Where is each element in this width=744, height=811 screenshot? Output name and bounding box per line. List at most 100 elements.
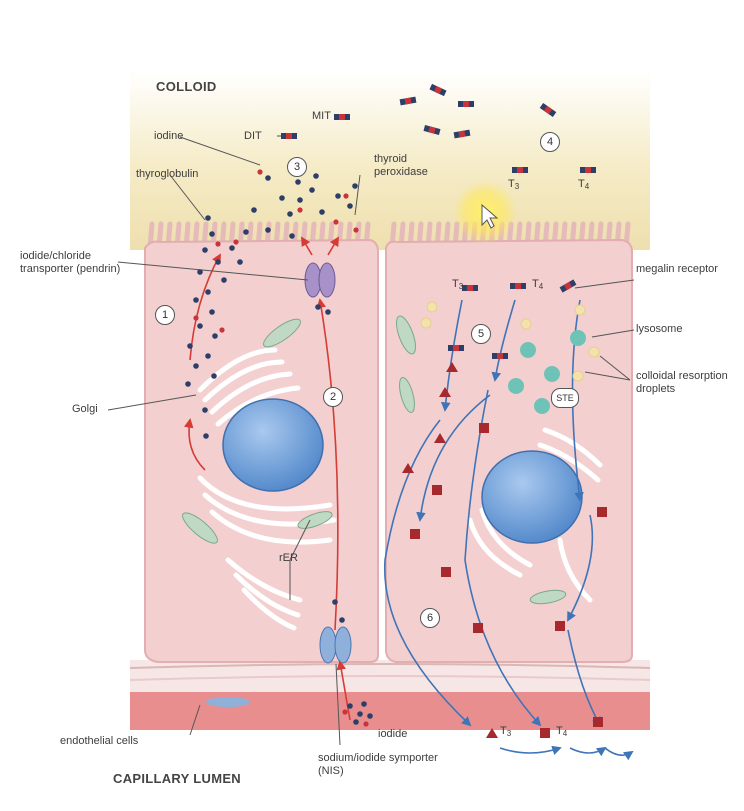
iodine-label: iodine bbox=[154, 130, 184, 142]
thyroglobulin-dot bbox=[335, 193, 341, 199]
thyroglobulin-dot bbox=[287, 211, 293, 217]
capillary-region bbox=[130, 690, 650, 730]
resorption-droplet bbox=[574, 304, 586, 316]
thyroglobulin-dot bbox=[221, 277, 227, 283]
endothelial-cells-label: endothelial cells bbox=[60, 735, 139, 747]
thyroglobulin-label: thyroglobulin bbox=[136, 168, 199, 180]
t4-molecule bbox=[432, 485, 442, 495]
thyroglobulin-dot bbox=[202, 407, 208, 413]
colloid-region bbox=[130, 70, 650, 250]
lysosome-organelle bbox=[520, 342, 536, 358]
thyroglobulin-dot bbox=[193, 363, 199, 369]
t4-apical-label: T4 bbox=[532, 278, 544, 291]
thyroglobulin-dot bbox=[209, 231, 215, 237]
mitochondria bbox=[182, 315, 567, 605]
t3-apical-label: T3 bbox=[452, 278, 464, 291]
colloidal-resorption-droplets-label: colloidal resorption droplets bbox=[636, 370, 728, 395]
iodine-dot bbox=[353, 227, 359, 233]
iodide-label: iodide bbox=[378, 728, 408, 740]
iodine-dot bbox=[215, 241, 221, 247]
iodine-dot bbox=[343, 193, 349, 199]
t4-colloid-label: T4 bbox=[578, 178, 590, 191]
thyroglobulin-dot bbox=[319, 209, 325, 215]
golgi-label: Golgi bbox=[72, 403, 98, 415]
thyroglobulin-dot bbox=[361, 701, 367, 707]
thyroglobulin-fragment bbox=[559, 279, 577, 293]
thyroglobulin-dot bbox=[243, 229, 249, 235]
t4-molecule bbox=[473, 623, 483, 633]
step-1-marker: 1 bbox=[155, 305, 175, 325]
step-5-marker: 5 bbox=[471, 324, 491, 344]
rer-label: rER bbox=[279, 552, 298, 564]
thyroglobulin-dot bbox=[202, 247, 208, 253]
t4-molecule bbox=[555, 621, 565, 631]
thyroglobulin-dot bbox=[339, 617, 345, 623]
step-6-marker: 6 bbox=[420, 608, 440, 628]
thyroglobulin-dot bbox=[347, 703, 353, 709]
t3-molecule bbox=[486, 728, 498, 738]
cursor-icon bbox=[481, 203, 499, 229]
t4-molecule bbox=[597, 507, 607, 517]
iodine-dot bbox=[333, 219, 339, 225]
resorption-droplet bbox=[588, 346, 600, 358]
t4-molecule bbox=[593, 717, 603, 727]
thyroglobulin-fragment bbox=[399, 96, 417, 106]
right-nucleus bbox=[481, 450, 583, 544]
thyroglobulin-dot bbox=[279, 195, 285, 201]
dit-label: DIT bbox=[244, 130, 262, 142]
thyroglobulin-fragment bbox=[448, 345, 464, 351]
thyroglobulin-dot bbox=[212, 333, 218, 339]
t3-blood-label: T3 bbox=[500, 725, 512, 738]
pendrin-label: iodide/chloride transporter (pendrin) bbox=[20, 250, 121, 275]
ste-marker: STE bbox=[551, 388, 579, 408]
thyroglobulin-dot bbox=[197, 269, 203, 275]
lysosome-organelle bbox=[544, 366, 560, 382]
thyroglobulin-fragment bbox=[334, 114, 350, 120]
thyroglobulin-dot bbox=[357, 711, 363, 717]
iodine-dot bbox=[233, 239, 239, 245]
rough-er bbox=[197, 475, 337, 631]
iodine-dot bbox=[219, 327, 225, 333]
thyroglobulin-dot bbox=[309, 187, 315, 193]
thyroglobulin-fragment bbox=[580, 167, 596, 173]
resorption-droplet bbox=[420, 317, 432, 329]
thyroglobulin-dot bbox=[265, 227, 271, 233]
iodine-dot bbox=[363, 721, 369, 727]
lysosome-organelle bbox=[570, 330, 586, 346]
thyroglobulin-dot bbox=[265, 175, 271, 181]
iodine-and-thyroglobulin-dots bbox=[185, 169, 600, 727]
thyroglobulin-dot bbox=[315, 304, 321, 310]
t4-molecule bbox=[479, 423, 489, 433]
thyroglobulin-fragment bbox=[510, 283, 526, 289]
t3-molecule bbox=[402, 463, 414, 473]
thyroglobulin-fragment bbox=[423, 125, 441, 135]
t4-molecule bbox=[441, 567, 451, 577]
thyroid-peroxidase-label: thyroid peroxidase bbox=[374, 153, 428, 178]
colloid-label: COLLOID bbox=[156, 79, 217, 94]
thyroglobulin-fragment bbox=[512, 167, 528, 173]
thyroglobulin-fragment bbox=[539, 102, 557, 118]
resorption-droplet bbox=[426, 301, 438, 313]
thyroglobulin-dot bbox=[211, 373, 217, 379]
endothelial-nucleus bbox=[206, 697, 250, 707]
thyroglobulin-dot bbox=[237, 259, 243, 265]
thyroglobulin-dot bbox=[187, 343, 193, 349]
resorption-droplet bbox=[572, 370, 584, 382]
golgi bbox=[197, 347, 301, 427]
thyroglobulin-dot bbox=[229, 245, 235, 251]
thyroglobulin-dot bbox=[203, 433, 209, 439]
t3-molecule bbox=[434, 433, 446, 443]
t4-molecule bbox=[540, 728, 550, 738]
thyroglobulin-dot bbox=[193, 297, 199, 303]
thyroglobulin-dot bbox=[332, 599, 338, 605]
thyroglobulin-fragment bbox=[429, 83, 447, 97]
thyroglobulin-dot bbox=[313, 173, 319, 179]
thyroglobulin-fragment bbox=[492, 353, 508, 359]
megalin-receptor-label: megalin receptor bbox=[636, 263, 718, 275]
resorption-droplet bbox=[520, 318, 532, 330]
iodine-dot bbox=[297, 207, 303, 213]
t4-blood-label: T4 bbox=[556, 725, 568, 738]
thyroglobulin-dot bbox=[352, 183, 358, 189]
capillary-lumen-label: CAPILLARY LUMEN bbox=[113, 771, 241, 786]
